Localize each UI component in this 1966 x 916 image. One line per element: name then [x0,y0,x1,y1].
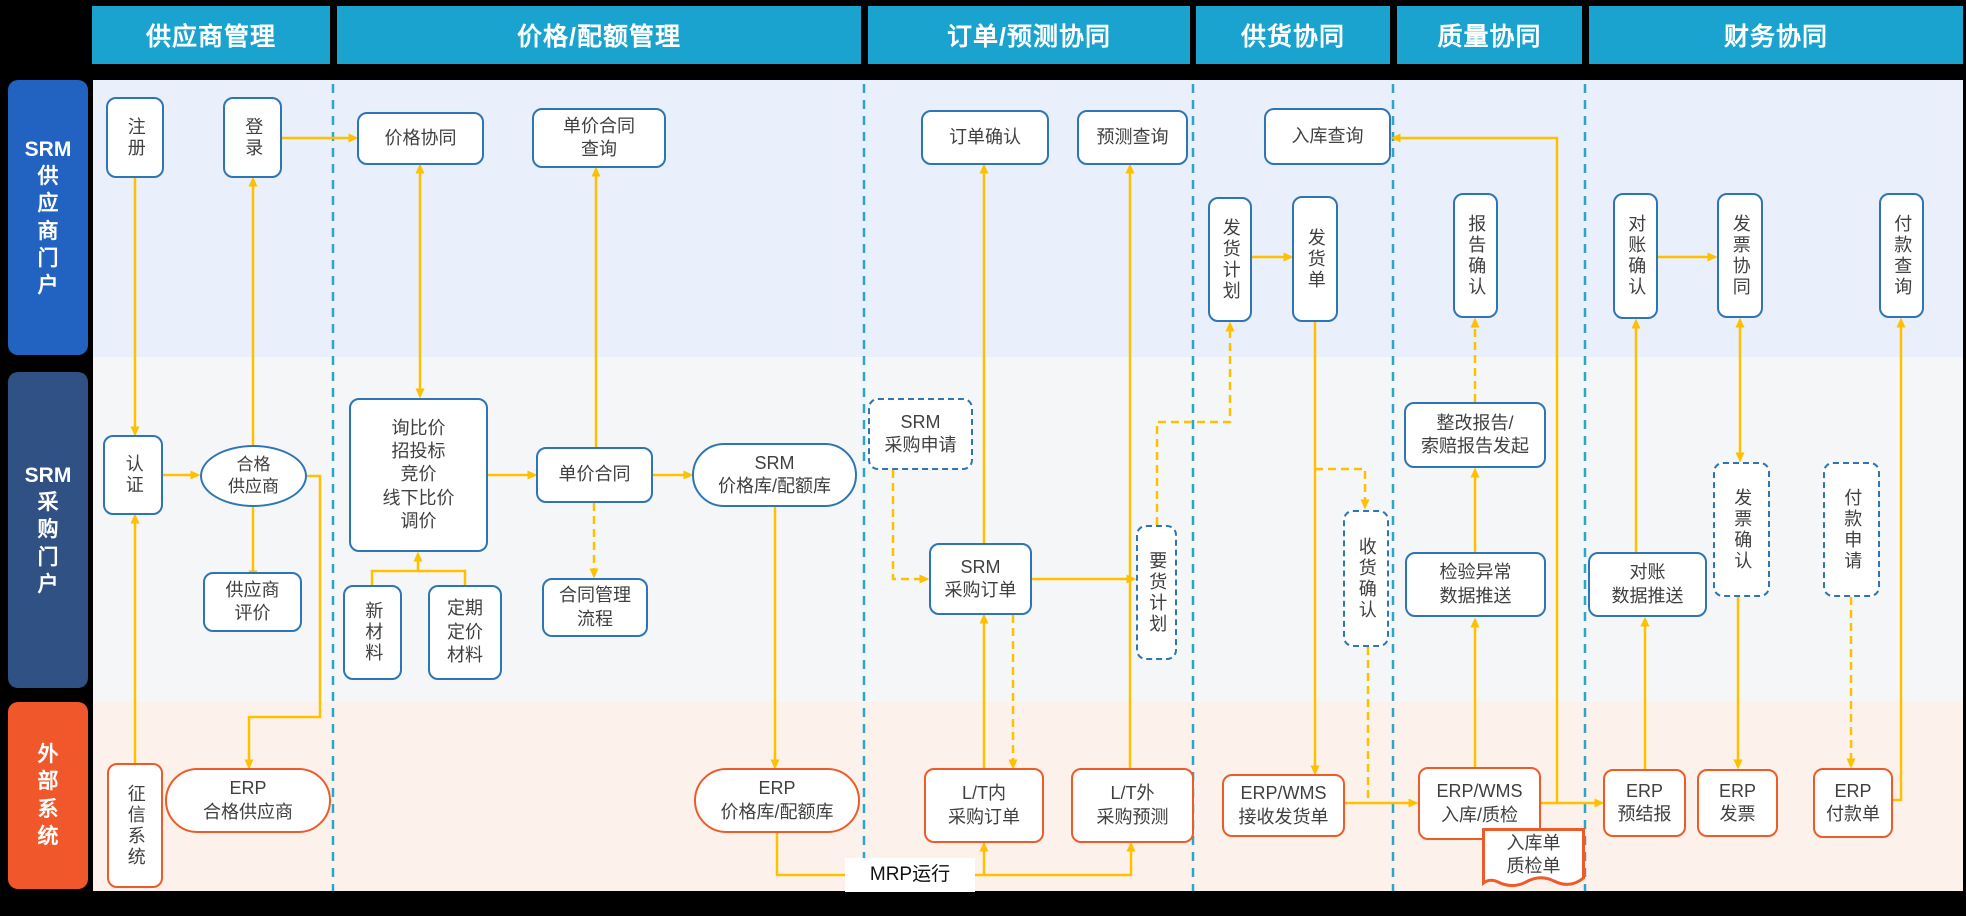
header-supply-collab: 供货协同 [1196,6,1390,64]
node-unit-price-contract: 单价合同 [536,447,653,503]
node-invoice-confirm: 发票确认 [1713,462,1770,597]
node-rectification-claim-report: 整改报告/ 索赔报告发起 [1404,402,1546,468]
node-forecast-query: 预测查询 [1077,110,1188,165]
node-delivery-plan: 发货计划 [1208,197,1252,322]
node-recon-confirm: 对账确认 [1613,193,1658,319]
connectors [130,133,1906,877]
node-srm-price-quota-lib: SRM 价格库/配额库 [692,443,857,507]
lane-label-srm-procurement-portal: SRM 采 购 门 户 [8,372,88,688]
node-payment-query: 付款查询 [1879,193,1924,318]
node-erp-invoice: ERP 发票 [1697,769,1778,837]
node-qualified-supplier: 合格 供应商 [200,445,307,507]
node-invoice-collab: 发票协同 [1717,193,1763,318]
flow-materials-join [370,569,467,585]
header-quality-collab: 质量协同 [1397,6,1582,64]
node-srm-purchase-request: SRM 采购申请 [868,398,973,470]
node-demand-plan: 要货计划 [1136,525,1177,660]
node-erp-wms-receive-delivery: ERP/WMS 接收发货单 [1222,774,1345,837]
node-contract-mgmt-process: 合同管理 流程 [542,578,648,637]
flow-pr-po-dashed [891,470,930,584]
node-erp-payment: ERP 付款单 [1813,768,1893,838]
node-supplier-evaluation: 供应商 评价 [203,572,302,632]
node-recon-data-push: 对账 数据推送 [1588,552,1707,617]
node-receipt-confirm: 收货确认 [1343,510,1389,647]
lane-label-external-systems: 外 部 系 统 [8,702,88,889]
node-order-confirm: 订单确认 [921,110,1049,165]
node-credit-system: 征信系统 [107,763,163,888]
node-unit-price-contract-query: 单价合同 查询 [532,108,666,168]
header-supplier-management: 供应商管理 [92,6,330,64]
flow-qualified-supplier-erp [244,474,322,770]
flow-delivery-receipt-confirm-dashed [1315,467,1370,510]
flow-inbound-qc-inbound-query [1390,133,1559,803]
node-srm-purchase-order: SRM 采购订单 [929,543,1032,615]
node-lt-out-purchase-forecast: L/T外 采购预测 [1071,768,1194,843]
document-shape [1482,828,1585,887]
node-inbound-qc-document: 入库单 质检单 [1482,828,1585,890]
column-separators [331,84,1587,891]
lane-label-srm-supplier-portal: SRM 供 应 商 门 户 [8,80,88,355]
node-erp-wms-inbound-qc: ERP/WMS 入库/质检 [1418,767,1541,840]
node-mrp-run-label: MRP运行 [845,858,975,892]
node-inspection-exception-push: 检验异常 数据推送 [1405,552,1546,617]
node-inbound-query: 入库查询 [1264,108,1391,165]
node-certification: 认证 [103,435,163,515]
node-payment-request: 付款申请 [1823,462,1880,597]
node-sourcing-methods: 询比价 招投标 竞价 线下比价 调价 [349,398,488,552]
node-erp-qualified-supplier: ERP 合格供应商 [165,768,331,833]
header-order-forecast-collab: 订单/预测协同 [868,6,1190,64]
node-login: 登录 [223,97,282,178]
node-erp-price-quota-lib: ERP 价格库/配额库 [694,768,860,833]
node-erp-pre-settlement: ERP 预结报 [1603,769,1686,837]
node-regular-priced-material: 定期 定价 材料 [428,585,502,680]
header-price-quota-management: 价格/配额管理 [337,6,861,64]
node-register: 注册 [106,97,164,178]
node-lt-in-purchase-order: L/T内 采购订单 [924,768,1044,843]
document-label: 入库单 质检单 [1506,833,1561,876]
header-finance-collab: 财务协同 [1589,6,1963,64]
node-new-material: 新材料 [343,585,402,680]
node-delivery-note: 发货单 [1292,196,1338,322]
node-report-confirm: 报告确认 [1453,193,1498,318]
flow-erp-payment-payment-query [1893,317,1906,802]
flow-demand-plan-delivery-plan-dashed [1155,321,1235,525]
node-price-collab: 价格协同 [357,112,484,165]
